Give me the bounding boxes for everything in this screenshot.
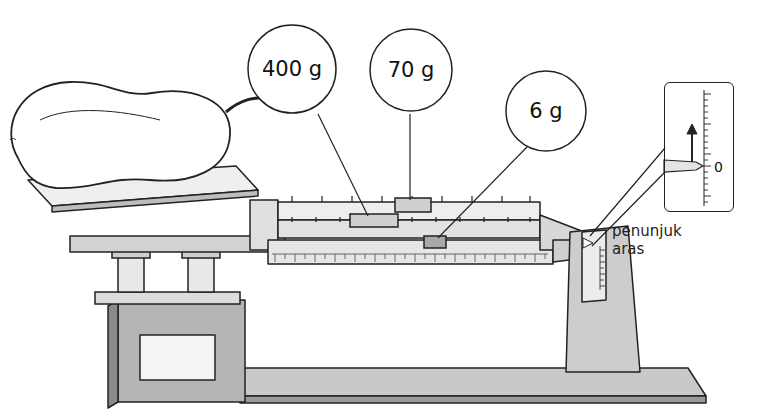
zoom-box: 0: [664, 82, 734, 212]
beam-ruler: [272, 254, 548, 255]
beam-notches: [292, 217, 530, 222]
pointer-tower: [582, 230, 606, 302]
balance-base: [108, 300, 118, 408]
mass-value: 400 g: [247, 24, 337, 114]
beam-riders: [395, 198, 431, 212]
leader-lines: [409, 114, 410, 200]
level-scale: [664, 90, 711, 206]
callout-circle: 70 g: [369, 28, 453, 112]
callout-circle: 400 g: [247, 24, 337, 114]
mass-value: 6 g: [505, 70, 587, 152]
papaya: [40, 111, 160, 120]
level-scale: [687, 124, 697, 134]
leader-lines: [318, 114, 368, 216]
beam-notches: [292, 196, 530, 222]
scale-zero: 0: [714, 159, 723, 175]
pan-columns: [95, 250, 240, 304]
part-name: penunjuk aras: [612, 222, 696, 258]
beam-ruler: [275, 254, 545, 262]
circle-outline: [506, 71, 586, 151]
pan-columns: [95, 292, 240, 304]
beam-ruler: [272, 254, 548, 262]
mass-value: 70 g: [369, 28, 453, 112]
level-scale: [664, 160, 703, 172]
papaya: [10, 82, 270, 188]
circle-outline: [248, 25, 336, 113]
balance-base: [240, 396, 706, 403]
beam-frame: [268, 240, 553, 264]
balance-base: [140, 335, 215, 380]
pan-columns: [118, 256, 144, 292]
level-scale: [704, 94, 711, 202]
leader-lines: [438, 146, 528, 238]
papaya: [11, 82, 230, 188]
beam-riders: [424, 236, 446, 248]
beam-riders: [350, 198, 446, 248]
pointer-tower: [583, 238, 593, 248]
pan-columns: [188, 256, 214, 292]
beam-frame: [70, 200, 600, 264]
pointer-tower: [600, 250, 605, 286]
beam-frame: [278, 220, 540, 238]
pan: [52, 190, 258, 212]
callout-circle: 6 g: [505, 70, 587, 152]
balance-base: [118, 300, 245, 402]
beam-riders: [350, 214, 398, 227]
papaya: [10, 139, 16, 141]
circle-outline: [370, 29, 452, 111]
